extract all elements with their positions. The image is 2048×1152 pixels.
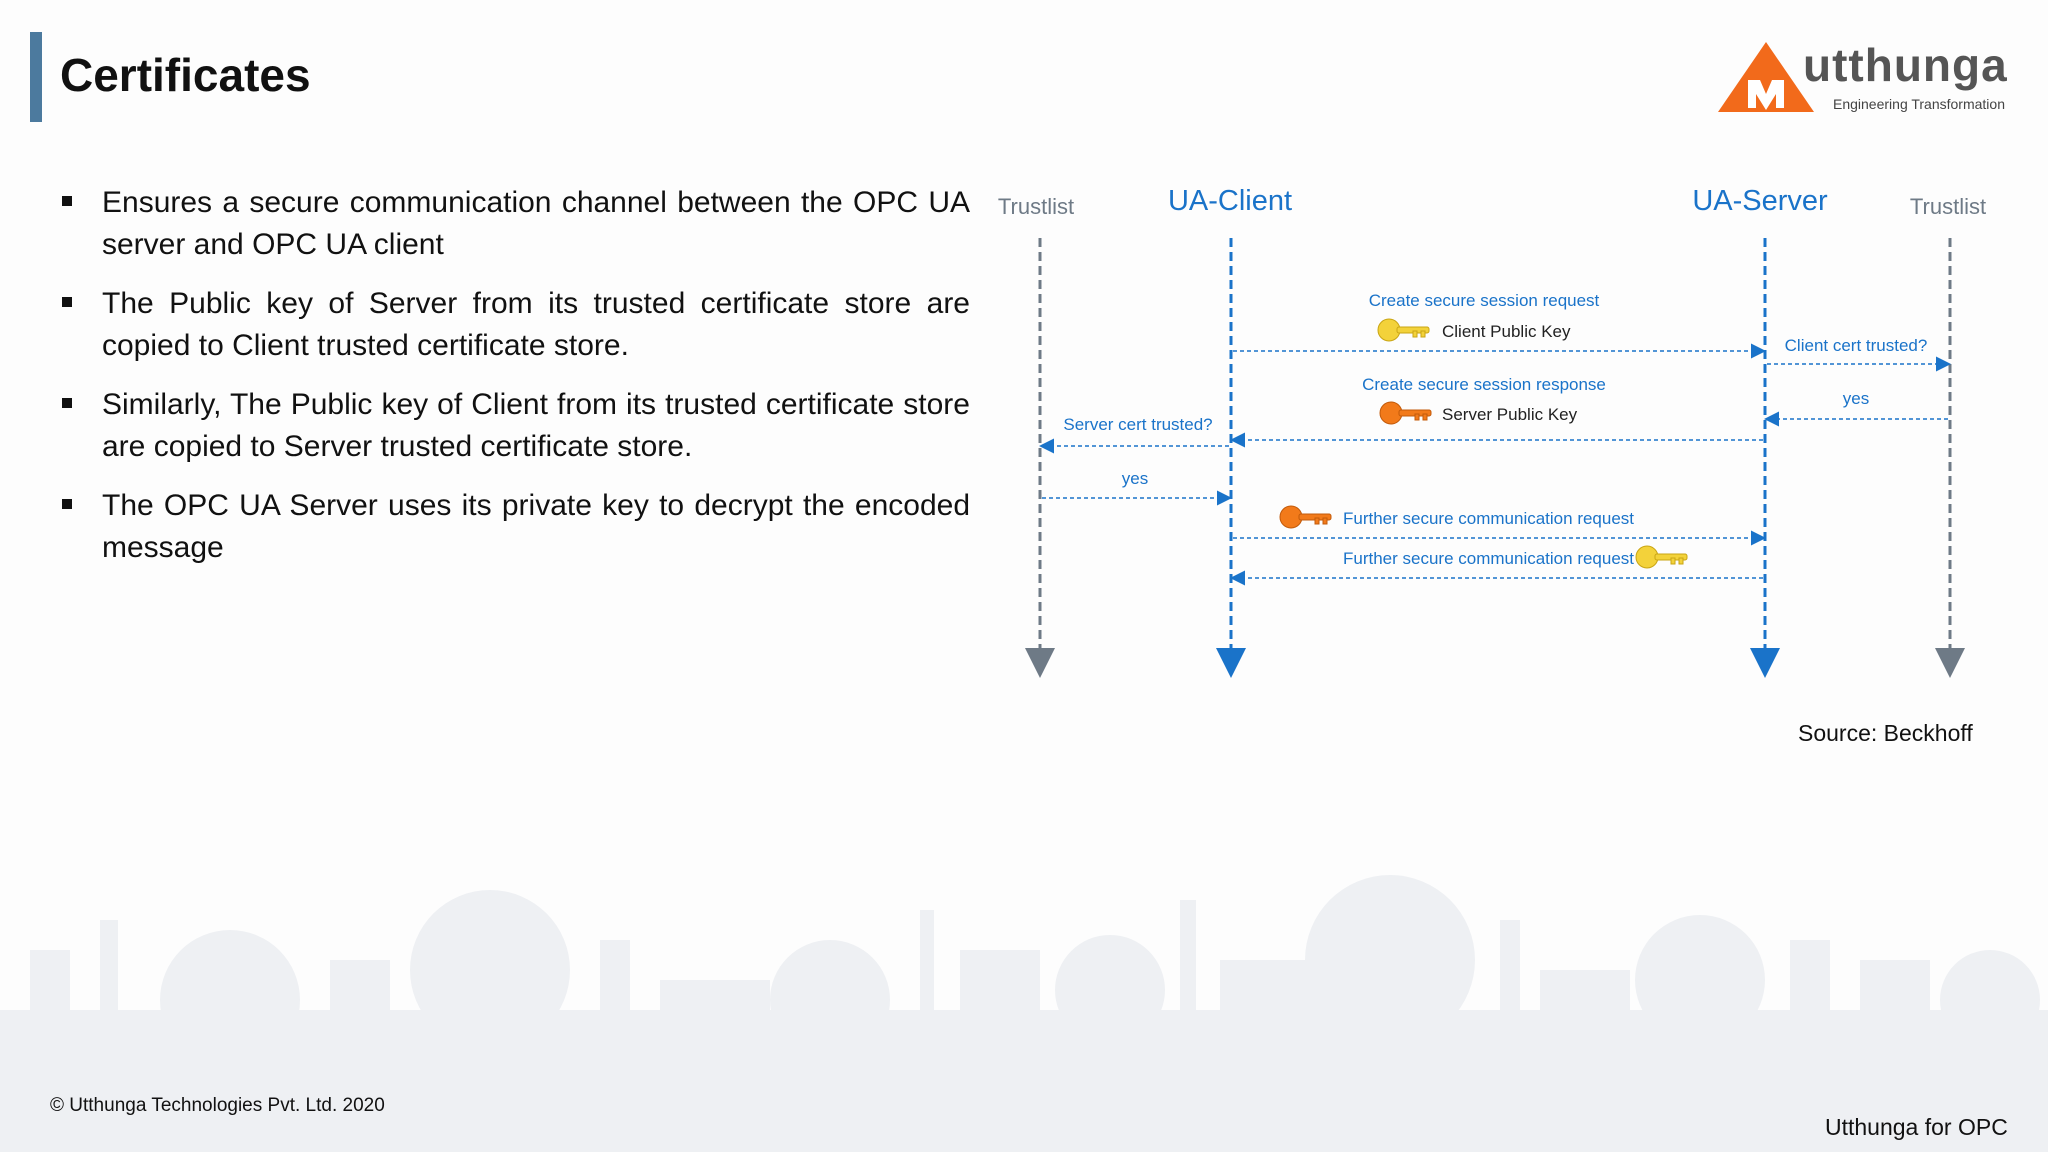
participant-ua-client: UA-Client	[1168, 185, 1292, 217]
page-title: Certificates	[60, 49, 311, 101]
utthunga-logo: utthunga Engineering Transformation	[1718, 38, 2018, 118]
participant-trustlist-left: Trustlist	[998, 194, 1074, 219]
logo-wordmark: utthunga	[1803, 39, 2008, 91]
sequence-diagram: Trustlist UA-Client UA-Server Trustlist …	[998, 185, 1986, 678]
msg-client-public-key: Client Public Key	[1442, 322, 1571, 341]
bullet-marker	[62, 398, 72, 408]
source-caption: Source: Beckhoff	[1798, 720, 1973, 746]
bullet-marker	[62, 297, 72, 307]
bullet-item: Similarly, The Public key of Client from…	[60, 384, 970, 468]
bullet-item: Ensures a secure communication channel b…	[60, 182, 970, 266]
orange-key-icon	[1379, 401, 1432, 425]
msg-further-request-2: Further secure communication request	[1343, 549, 1634, 568]
msg-yes-right: yes	[1843, 389, 1869, 408]
msg-client-cert-trusted: Client cert trusted?	[1785, 336, 1928, 355]
yellow-key-icon	[1377, 318, 1430, 342]
msg-server-public-key: Server Public Key	[1442, 405, 1578, 424]
logo-tagline: Engineering Transformation	[1833, 96, 2005, 112]
participant-trustlist-right: Trustlist	[1910, 194, 1986, 219]
logo-mark-icon	[1718, 42, 1814, 112]
background-skyline	[0, 875, 2048, 1152]
orange-key-icon	[1279, 505, 1332, 529]
bullet-marker	[62, 196, 72, 206]
bullet-list: Ensures a secure communication channel b…	[60, 182, 970, 586]
yellow-key-icon	[1635, 545, 1688, 569]
bullet-item: The OPC UA Server uses its private key t…	[60, 485, 970, 569]
msg-further-request-1: Further secure communication request	[1343, 509, 1634, 528]
title-accent-bar	[30, 32, 42, 122]
participant-ua-server: UA-Server	[1692, 185, 1828, 217]
msg-yes-left: yes	[1122, 469, 1148, 488]
footer-label: Utthunga for OPC	[1825, 1114, 2008, 1140]
copyright-text: © Utthunga Technologies Pvt. Ltd. 2020	[50, 1095, 385, 1116]
msg-create-response: Create secure session response	[1362, 375, 1606, 394]
bullet-marker	[62, 499, 72, 509]
bullet-item: The Public key of Server from its truste…	[60, 283, 970, 367]
msg-server-cert-trusted: Server cert trusted?	[1063, 415, 1212, 434]
msg-create-request: Create secure session request	[1369, 291, 1600, 310]
